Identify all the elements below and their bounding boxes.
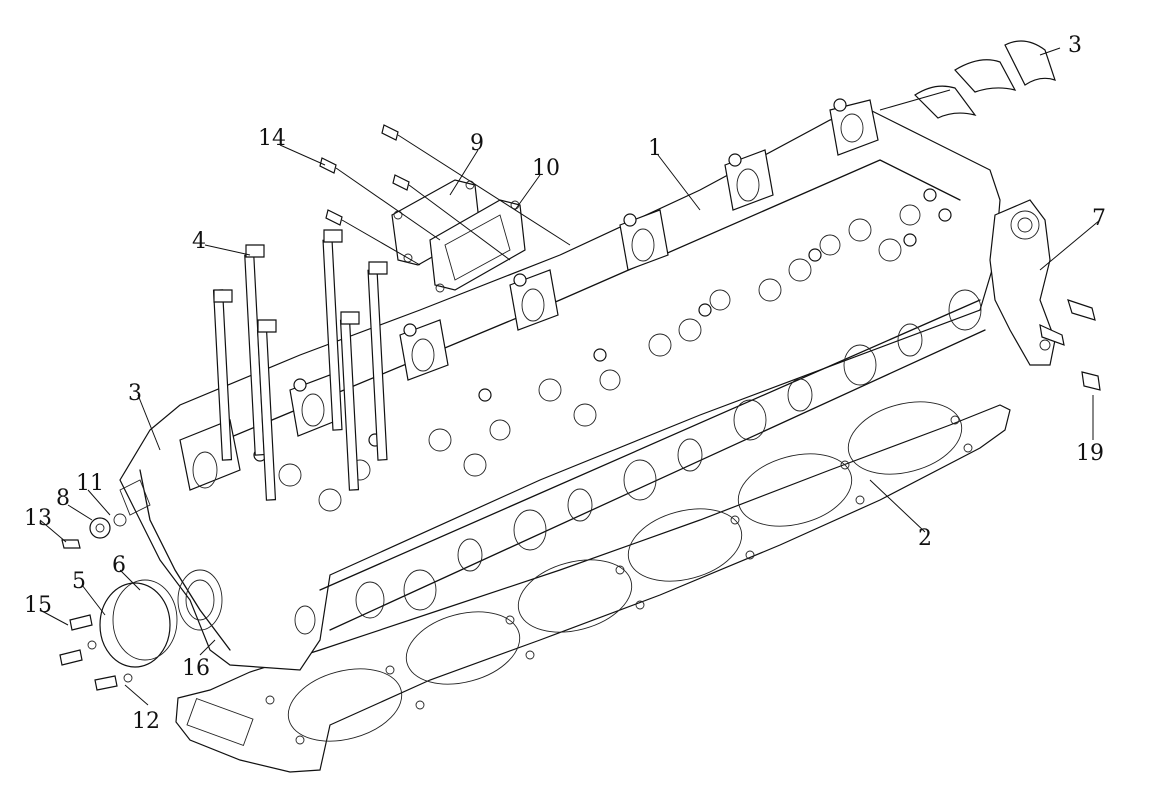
leader-lines — [39, 47, 1101, 706]
callout-6: 6 — [112, 553, 126, 578]
callout-11: 11 — [76, 471, 104, 496]
callout-2: 2 — [918, 526, 932, 551]
front-cover-parts — [59, 513, 178, 691]
callout-8: 8 — [56, 486, 70, 511]
lifting-bracket — [989, 199, 1056, 366]
callout-7: 7 — [1092, 206, 1106, 231]
callout-14: 14 — [258, 126, 286, 151]
callout-16: 16 — [182, 656, 210, 681]
callout-9: 9 — [470, 131, 484, 156]
cover-plate-and-gasket — [391, 179, 526, 293]
head-bolts — [212, 229, 388, 501]
callout-labels: 3 1 2 7 19 9 10 14 4 3 11 8 13 5 6 15 12… — [24, 33, 1106, 734]
callout-5: 5 — [72, 569, 86, 594]
callout-15: 15 — [24, 593, 52, 618]
callout-12: 12 — [132, 709, 160, 734]
callout-1: 1 — [648, 136, 662, 161]
callout-19: 19 — [1076, 441, 1104, 466]
callout-4: 4 — [192, 229, 206, 254]
bolt-19-group — [1039, 299, 1101, 391]
callout-13: 13 — [24, 506, 52, 531]
bearing-shells-top — [879, 40, 1056, 119]
head-gasket — [175, 401, 1011, 773]
cylinder-head — [119, 98, 1001, 671]
callout-3-left: 3 — [128, 381, 142, 406]
callout-10: 10 — [532, 156, 560, 181]
callout-3-top: 3 — [1068, 33, 1082, 58]
